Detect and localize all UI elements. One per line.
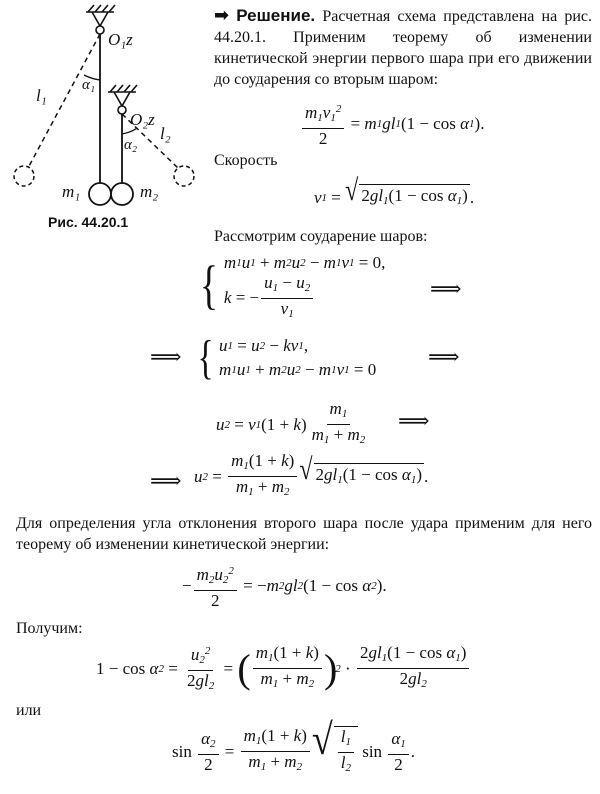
label-alpha2: α₂ (124, 137, 138, 153)
deflected-rod-1 (27, 33, 101, 169)
label-m1: m₁ (62, 182, 81, 201)
figure-caption: Рис. 44.20.1 (48, 214, 129, 230)
label-l2: l₂ (160, 124, 171, 143)
pendulum-diagram (13, 4, 195, 206)
label-o1z: O₁z (108, 30, 133, 49)
implies-arrow-5: ⟹ (150, 468, 182, 493)
implies-arrow-3: ⟹ (428, 344, 460, 369)
ceiling-support-1 (86, 4, 116, 27)
implies-arrow-1: ⟹ (430, 276, 462, 301)
collision-text: Рассмотрим соударение шаров: (214, 228, 428, 245)
ball-m2 (110, 182, 134, 206)
ball-m1 (88, 182, 112, 206)
pivot-o2 (117, 105, 127, 115)
angle-arc-2 (121, 127, 138, 135)
angle-arc-1 (83, 74, 101, 81)
arrow-icon: ➡ (214, 5, 230, 26)
deflected-ball-2 (173, 165, 195, 187)
speed-label: Скорость (214, 152, 278, 169)
intro-paragraph: ➡ Решение. Расчетная схема представлена … (214, 5, 592, 90)
label-alpha1: α₁ (82, 77, 96, 93)
deflected-ball-1 (13, 165, 35, 187)
implies-arrow-4: ⟹ (398, 408, 430, 433)
deflected-rod-2 (121, 113, 179, 169)
implies-arrow-2: ⟹ (150, 344, 182, 369)
label-m2: m₂ (140, 182, 159, 201)
obtain-label: Получим: (16, 620, 83, 637)
intro-text: Расчетная схема представлена на рис. 44.… (214, 8, 593, 88)
label-o2z: O₂z (130, 110, 155, 129)
pivot-o1 (95, 25, 105, 35)
label-l1: l₁ (36, 86, 47, 105)
solution-heading: Решение. (236, 6, 316, 25)
or-label: или (16, 702, 42, 719)
ceiling-support-2 (108, 84, 138, 107)
angle-paragraph: Для определения угла отклонения второго … (16, 515, 592, 553)
